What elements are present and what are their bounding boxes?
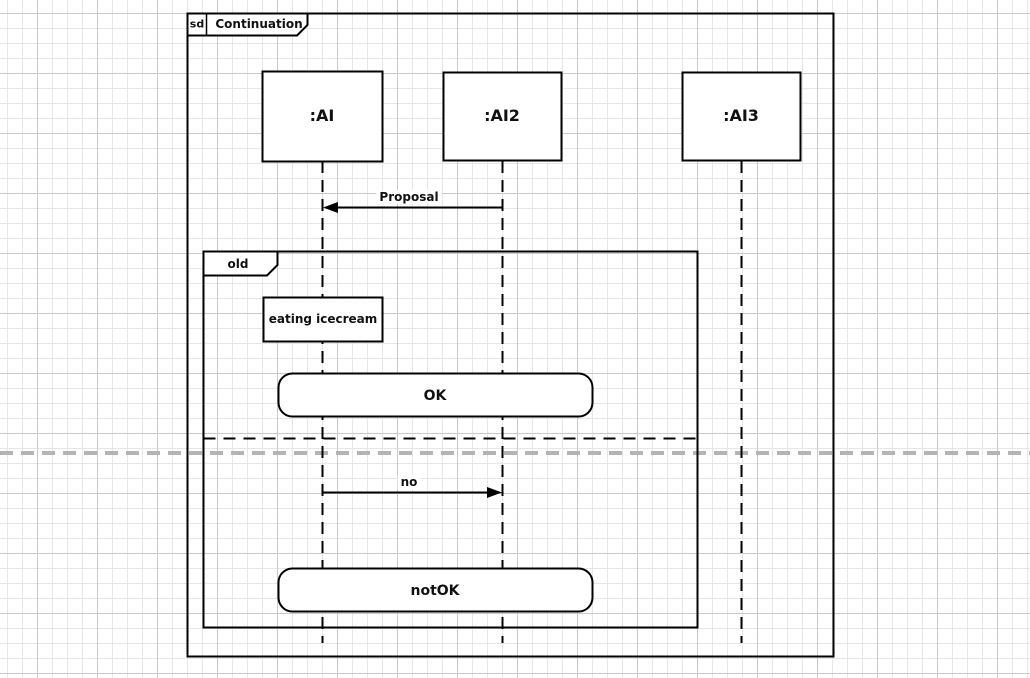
frame-operator-label: sd: [189, 17, 205, 31]
lifeline-head-ai2[interactable]: [442, 71, 563, 162]
continuation-notok-box[interactable]: [277, 567, 594, 613]
no-arrowhead-icon: [487, 487, 502, 498]
old-fragment-label: old: [227, 257, 249, 271]
frame-title-label: Continuation: [215, 17, 303, 31]
continuation-ok-label: OK: [423, 388, 447, 404]
message-proposal-arrow[interactable]: [323, 202, 503, 213]
lifeline-ai3-label: :AI3: [723, 106, 759, 125]
lifeline-ai2-label: :AI2: [484, 106, 520, 125]
proposal-arrowhead-icon: [323, 202, 338, 213]
lifeline-ai-label: :AI: [309, 106, 335, 125]
message-proposal-label: Proposal: [376, 190, 442, 204]
lifeline-head-ai[interactable]: [261, 70, 384, 163]
state-invariant-label: eating icecream: [268, 312, 378, 326]
continuation-ok-box[interactable]: [277, 372, 594, 418]
sd-frame-tab[interactable]: [186, 12, 309, 37]
state-invariant-box[interactable]: [262, 296, 384, 343]
page-break-line: [0, 451, 1030, 455]
sd-frame[interactable]: [186, 12, 835, 658]
lifeline-head-ai3[interactable]: [681, 71, 802, 162]
message-no-label: no: [397, 475, 421, 489]
old-fragment-tab[interactable]: [202, 250, 279, 277]
message-no-arrow[interactable]: [322, 487, 503, 498]
continuation-notok-label: notOK: [410, 583, 460, 599]
